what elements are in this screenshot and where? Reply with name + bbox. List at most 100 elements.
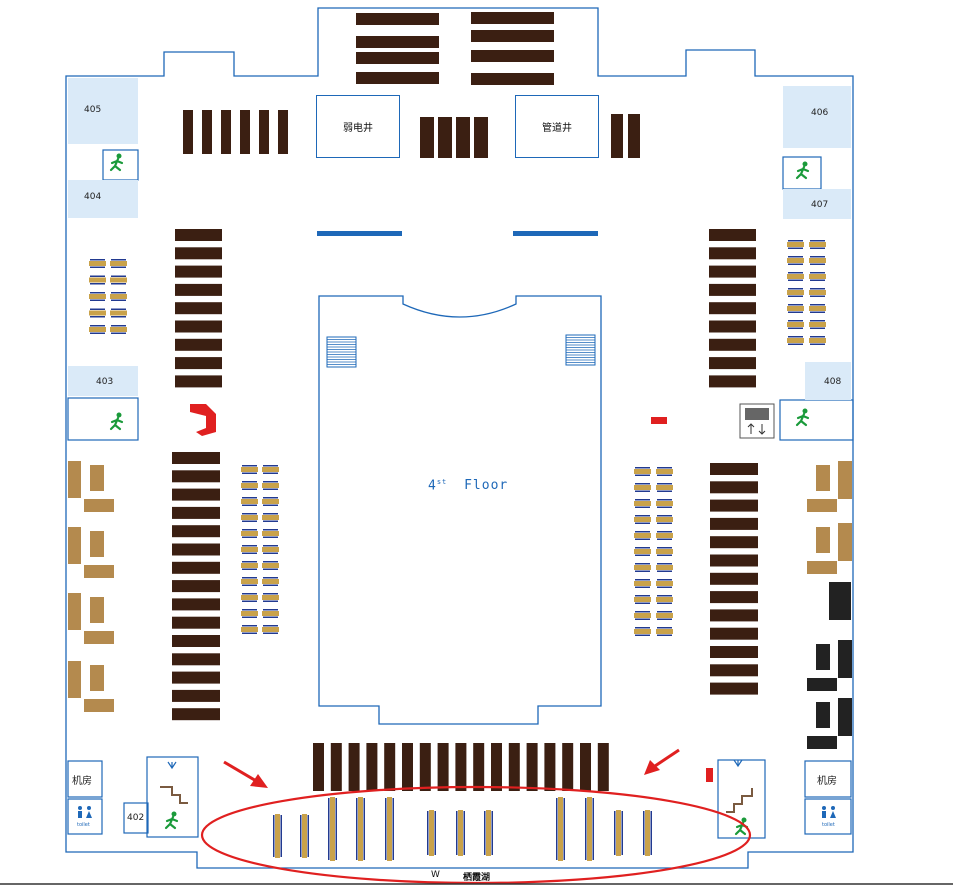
desk-unit bbox=[68, 593, 81, 630]
chair-strip bbox=[635, 522, 650, 524]
chair-strip bbox=[657, 547, 672, 549]
toilet-left-box bbox=[67, 798, 103, 835]
chair-strip bbox=[263, 504, 278, 506]
chair-strip bbox=[242, 584, 257, 586]
table-unit bbox=[656, 629, 673, 634]
chair-strip bbox=[242, 561, 257, 563]
table-unit bbox=[241, 579, 258, 584]
red-marker-stair-icon bbox=[706, 768, 713, 782]
table-unit bbox=[558, 797, 563, 861]
chair-strip bbox=[635, 499, 650, 501]
chair-strip bbox=[456, 811, 458, 855]
table-unit bbox=[634, 533, 651, 538]
exit-person-icon bbox=[171, 811, 177, 817]
chair-strip bbox=[657, 570, 672, 572]
shelf-unit bbox=[172, 561, 220, 574]
shelf-unit bbox=[580, 743, 591, 791]
shelf-unit bbox=[471, 50, 554, 62]
toilet-left-icon bbox=[78, 806, 92, 818]
central-atrium bbox=[318, 295, 602, 725]
table-unit bbox=[634, 469, 651, 474]
table-unit bbox=[241, 467, 258, 472]
weak-current-shaft: 弱电井 bbox=[316, 95, 400, 158]
shelf-unit bbox=[313, 743, 324, 791]
chair-strip bbox=[111, 259, 126, 261]
shelf-unit bbox=[259, 110, 269, 154]
exit-person-icon bbox=[734, 821, 749, 836]
shelf-unit bbox=[544, 743, 556, 791]
desk-unit bbox=[838, 523, 852, 561]
chair-strip bbox=[273, 815, 275, 857]
table-unit bbox=[262, 499, 279, 504]
chair-strip bbox=[657, 586, 672, 588]
floor-word: Floor bbox=[464, 478, 509, 494]
chair-strip bbox=[810, 240, 825, 242]
table-unit bbox=[787, 242, 804, 247]
desk-unit bbox=[68, 661, 81, 698]
chair-strip bbox=[810, 320, 825, 322]
shelf-unit bbox=[456, 117, 470, 158]
desk-unit bbox=[807, 561, 837, 574]
desk-unit bbox=[807, 499, 837, 512]
shelf-unit bbox=[710, 572, 758, 585]
chair-strip bbox=[635, 483, 650, 485]
table-unit bbox=[302, 814, 307, 858]
room-407 bbox=[783, 189, 851, 219]
table-unit bbox=[809, 322, 826, 327]
table-unit bbox=[241, 531, 258, 536]
shelf-unit bbox=[709, 247, 756, 260]
chair-strip bbox=[788, 343, 803, 345]
shelf-unit bbox=[172, 580, 220, 593]
table-unit bbox=[656, 597, 673, 602]
table-unit bbox=[656, 485, 673, 490]
shelf-unit bbox=[175, 320, 222, 333]
shelf-unit bbox=[172, 653, 220, 666]
table-unit bbox=[89, 277, 106, 283]
chair-strip bbox=[635, 611, 650, 613]
exit-person-icon bbox=[741, 817, 747, 823]
chair-strip bbox=[242, 520, 257, 522]
room-406-label: 406 bbox=[811, 108, 829, 118]
chair-strip bbox=[657, 554, 672, 556]
chair-strip bbox=[242, 481, 257, 483]
shelf-unit bbox=[420, 117, 434, 158]
chair-strip bbox=[111, 299, 126, 301]
chair-strip bbox=[788, 263, 803, 265]
exit-person-icon bbox=[795, 165, 810, 180]
table-unit bbox=[656, 581, 673, 586]
chair-strip bbox=[810, 336, 825, 338]
shelf-unit bbox=[175, 338, 222, 351]
chair-strip bbox=[363, 798, 365, 860]
table-unit bbox=[262, 483, 279, 488]
red-arrow-right-icon bbox=[644, 748, 680, 775]
desk-unit bbox=[838, 698, 852, 736]
chair-strip bbox=[242, 529, 257, 531]
table-unit bbox=[89, 310, 106, 316]
table-unit bbox=[787, 306, 804, 311]
chair-strip bbox=[263, 513, 278, 515]
chair-strip bbox=[657, 531, 672, 533]
elevator-icon bbox=[739, 403, 775, 439]
table-unit bbox=[809, 242, 826, 247]
table-unit bbox=[634, 613, 651, 618]
chair-strip bbox=[427, 811, 429, 855]
machine-room-left-label: 机房 bbox=[72, 776, 92, 787]
toilet-left-label: toilet bbox=[77, 822, 90, 828]
table-unit bbox=[330, 797, 335, 861]
chair-strip bbox=[111, 316, 126, 318]
chair-strip bbox=[810, 311, 825, 313]
shelf-unit bbox=[356, 36, 439, 48]
shelf-unit bbox=[175, 375, 222, 388]
chair-strip bbox=[90, 259, 105, 261]
table-unit bbox=[262, 467, 279, 472]
chair-strip bbox=[242, 497, 257, 499]
table-unit bbox=[809, 274, 826, 279]
chair-strip bbox=[90, 299, 105, 301]
desk-unit bbox=[90, 465, 104, 491]
shelf-unit bbox=[709, 357, 756, 370]
staircase-right bbox=[717, 759, 766, 839]
toilet-right-label: toilet bbox=[822, 822, 835, 828]
table-unit bbox=[656, 517, 673, 522]
chair-strip bbox=[788, 311, 803, 313]
